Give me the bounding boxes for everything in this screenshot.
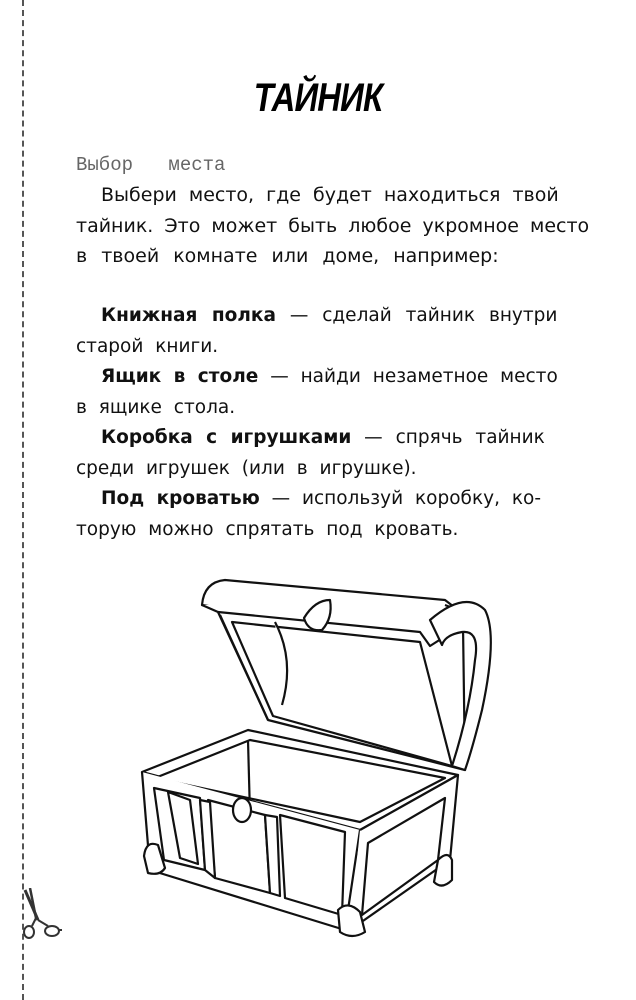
item-text-cont: среди игрушек (или в игрушке).	[76, 457, 417, 479]
cut-line-dashed	[22, 0, 24, 1000]
list-item-under-bed: Под кроватью — используй коробку, ко- то…	[76, 484, 561, 545]
item-text: сделай тайник внутри	[322, 305, 558, 326]
intro-line: тайник. Это может быть любое укромное ме…	[76, 214, 590, 237]
item-text-cont: торую можно спрятать под кровать.	[76, 518, 459, 540]
intro-line: Выбери место, где будет находиться твой	[101, 184, 559, 206]
item-text-cont: в ящике стола.	[76, 396, 236, 418]
item-text: найди незаметное место	[300, 366, 558, 387]
intro-line: в твоей комнате или доме, например:	[76, 245, 499, 267]
list-item-desk-drawer: Ящик в столе — найди незаметное место в …	[76, 362, 561, 423]
item-term: Ящик в столе	[101, 366, 259, 387]
item-dash: —	[275, 305, 323, 326]
list-item-toy-box: Коробка с игрушками — спрячь тайник сред…	[76, 423, 561, 484]
list-item-bookshelf: Книжная полка — сделай тайник внутри ста…	[76, 301, 561, 362]
item-dash: —	[351, 427, 396, 448]
item-text-cont: старой книги.	[76, 335, 219, 357]
item-dash: —	[258, 366, 301, 387]
item-dash: —	[259, 488, 302, 509]
item-term: Книжная полка	[101, 305, 276, 326]
item-term: Коробка с игрушками	[101, 427, 352, 448]
intro-paragraph: Выбери место, где будет находиться твой …	[76, 180, 590, 272]
scissors-icon	[23, 888, 62, 939]
item-text: спрячь тайник	[395, 427, 545, 448]
treasure-chest-illustration	[140, 578, 492, 938]
section-subheading: Выбор места	[76, 154, 226, 176]
page-title: ТАЙНИК	[253, 76, 383, 120]
item-text: используй коробку, ко-	[301, 488, 541, 509]
item-term: Под кроватью	[101, 488, 260, 509]
